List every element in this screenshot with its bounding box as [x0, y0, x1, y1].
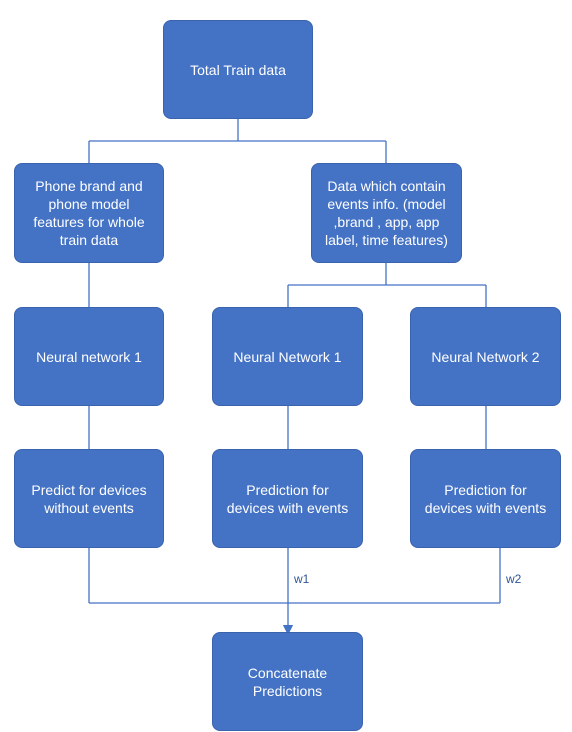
node-label: Neural Network 2 — [431, 348, 540, 365]
node-label: Phone brand and phone model features for… — [33, 178, 145, 248]
node-phone-features: Phone brand and phone model features for… — [14, 163, 164, 263]
node-label: Total Train data — [190, 61, 286, 78]
node-predict-left: Predict for devices without events — [14, 449, 164, 548]
edge-label-w2: w2 — [506, 572, 522, 586]
node-label: Data which contain events info. (model ,… — [325, 178, 448, 248]
node-label: Neural network 1 — [36, 348, 142, 365]
node-label: Predict for devices without events — [31, 481, 147, 516]
node-events-data: Data which contain events info. (model ,… — [311, 163, 462, 263]
node-total-train-data: Total Train data — [163, 20, 313, 119]
node-neural-network-mid: Neural Network 1 — [212, 307, 363, 406]
node-predict-mid: Prediction for devices with events — [212, 449, 363, 548]
node-predict-right: Prediction for devices with events — [410, 449, 561, 548]
node-label: Prediction for devices with events — [424, 481, 547, 516]
node-label: Prediction for devices with events — [226, 481, 349, 516]
edge-label-w1: w1 — [294, 572, 310, 586]
node-label: Concatenate Predictions — [247, 664, 328, 699]
node-neural-network-right: Neural Network 2 — [410, 307, 561, 406]
node-neural-network-left: Neural network 1 — [14, 307, 164, 406]
node-concatenate: Concatenate Predictions — [212, 632, 363, 731]
node-label: Neural Network 1 — [233, 348, 342, 365]
